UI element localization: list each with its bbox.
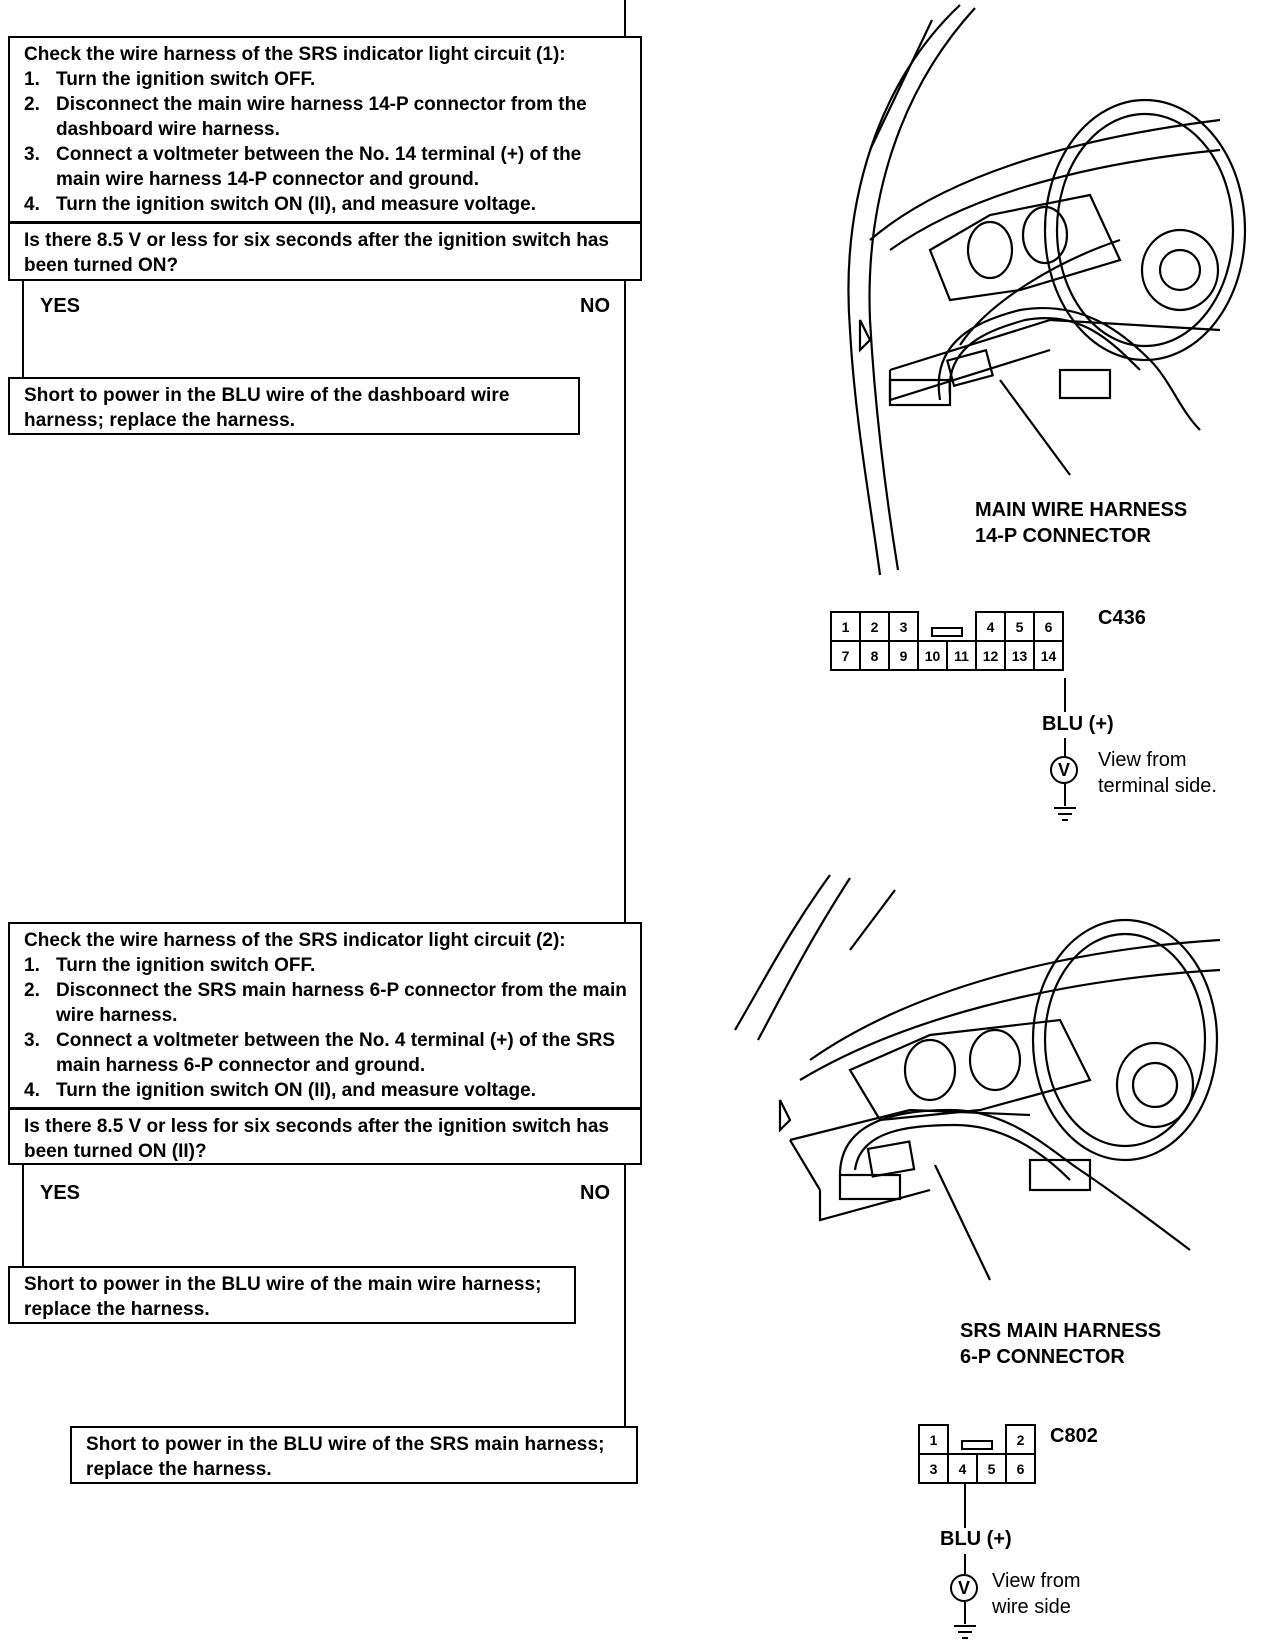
question-1-box: Is there 8.5 V or less for six seconds a…	[8, 222, 642, 281]
wire-label-1: BLU (+)	[1042, 713, 1114, 735]
step-item: 4.Turn the ignition switch ON (II), and …	[24, 1080, 536, 1101]
terminal-cell: 4	[975, 611, 1006, 642]
voltmeter-icon: V	[950, 1574, 978, 1602]
latch-icon	[931, 626, 963, 637]
step-item: 4.Turn the ignition switch ON (II), and …	[24, 194, 536, 215]
terminal-cell: 3	[888, 611, 919, 642]
probe-wire-1	[1064, 678, 1066, 712]
step-item: 1.Turn the ignition switch OFF.	[24, 955, 316, 976]
connector-id-c436: C436	[1098, 607, 1146, 629]
dashboard-illustration-2	[734, 874, 1221, 1281]
callout-main-wire-harness: MAIN WIRE HARNESS 14-P CONNECTOR	[975, 499, 1188, 547]
result-yes-1-box: Short to power in the BLU wire of the da…	[8, 377, 580, 435]
yes-label-2: YES	[40, 1182, 81, 1204]
terminal-cell: 3	[918, 1453, 949, 1484]
result-yes-1-text: Short to power in the BLU wire of the da…	[24, 385, 510, 431]
terminal-cell: 6	[1033, 611, 1064, 642]
check-circuit-1-steps: 1.Turn the ignition switch OFF. 2.Discon…	[24, 67, 628, 217]
result-no-2-text: Short to power in the BLU wire of the SR…	[86, 1434, 605, 1480]
question-2-text: Is there 8.5 V or less for six seconds a…	[24, 1116, 609, 1162]
step-item: 2.Disconnect the SRS main harness 6-P co…	[24, 980, 627, 1026]
latch-icon	[961, 1439, 993, 1450]
meter-lead-2-top	[964, 1554, 966, 1574]
check-circuit-1-box: Check the wire harness of the SRS indica…	[8, 36, 642, 223]
no-label-2: NO	[580, 1182, 610, 1204]
voltmeter-icon: V	[1050, 756, 1078, 784]
dashboard-illustration-1	[847, 4, 1247, 576]
check-circuit-2-steps: 1.Turn the ignition switch OFF. 2.Discon…	[24, 953, 628, 1103]
connector-row-top: 1 2 3 4 5 6	[830, 611, 1064, 642]
terminal-cell: 1	[830, 611, 861, 642]
terminal-cell: 6	[1005, 1453, 1036, 1484]
connector-c802: 1 2 3 4 5 6	[918, 1424, 1036, 1484]
step-item: 2.Disconnect the main wire harness 14-P …	[24, 94, 587, 140]
view-note-2: View from wire side	[992, 1570, 1081, 1618]
latch-cell	[917, 611, 977, 642]
check-circuit-2-box: Check the wire harness of the SRS indica…	[8, 922, 642, 1109]
result-yes-2-box: Short to power in the BLU wire of the ma…	[8, 1266, 576, 1324]
step-item: 3.Connect a voltmeter between the No. 4 …	[24, 1030, 616, 1076]
result-yes-2-text: Short to power in the BLU wire of the ma…	[24, 1274, 542, 1320]
terminal-cell: 10	[917, 640, 948, 671]
terminal-cell: 2	[1005, 1424, 1036, 1455]
meter-lead-2-bottom	[964, 1602, 966, 1624]
ground-icon	[1054, 807, 1076, 821]
step-item: 1.Turn the ignition switch OFF.	[24, 69, 316, 90]
terminal-cell: 5	[976, 1453, 1007, 1484]
step-item: 3.Connect a voltmeter between the No. 14…	[24, 144, 582, 190]
terminal-cell: 1	[918, 1424, 949, 1455]
terminal-cell: 13	[1004, 640, 1035, 671]
no-label-1: NO	[580, 295, 610, 317]
connector-c436: 1 2 3 4 5 6 7 8 9 10 11 12 13 14	[830, 611, 1064, 671]
flow-yes-line-1	[22, 279, 24, 379]
terminal-cell: 9	[888, 640, 919, 671]
connector-row-bottom: 3 4 5 6	[918, 1453, 1036, 1484]
terminal-cell: 5	[1004, 611, 1035, 642]
flow-no-line-1	[624, 279, 626, 924]
flow-main-line-top	[624, 0, 626, 38]
connector-row-bottom: 7 8 9 10 11 12 13 14	[830, 640, 1064, 671]
check-circuit-2-title: Check the wire harness of the SRS indica…	[24, 930, 566, 951]
terminal-cell: 2	[859, 611, 890, 642]
terminal-cell: 12	[975, 640, 1006, 671]
view-note-1: View from terminal side.	[1098, 749, 1217, 797]
question-2-box: Is there 8.5 V or less for six seconds a…	[8, 1108, 642, 1165]
latch-cell	[947, 1424, 1007, 1455]
flow-no-line-2	[624, 1164, 626, 1428]
connector-row-top: 1 2	[918, 1424, 1036, 1455]
ground-icon	[954, 1625, 976, 1639]
callout-srs-main-harness: SRS MAIN HARNESS 6-P CONNECTOR	[960, 1320, 1162, 1368]
terminal-cell: 8	[859, 640, 890, 671]
connector-id-c802: C802	[1050, 1425, 1098, 1447]
wire-label-2: BLU (+)	[940, 1528, 1012, 1550]
check-circuit-1-title: Check the wire harness of the SRS indica…	[24, 44, 566, 65]
terminal-cell: 4	[947, 1453, 978, 1484]
yes-label-1: YES	[40, 295, 81, 317]
meter-lead-1-top	[1064, 738, 1066, 756]
flow-yes-line-2	[22, 1164, 24, 1268]
question-1-text: Is there 8.5 V or less for six seconds a…	[24, 230, 609, 276]
meter-lead-1-bottom	[1064, 784, 1066, 806]
result-no-2-box: Short to power in the BLU wire of the SR…	[70, 1426, 638, 1484]
probe-wire-2	[964, 1482, 966, 1528]
terminal-cell: 11	[946, 640, 977, 671]
terminal-cell: 14	[1033, 640, 1064, 671]
terminal-cell: 7	[830, 640, 861, 671]
